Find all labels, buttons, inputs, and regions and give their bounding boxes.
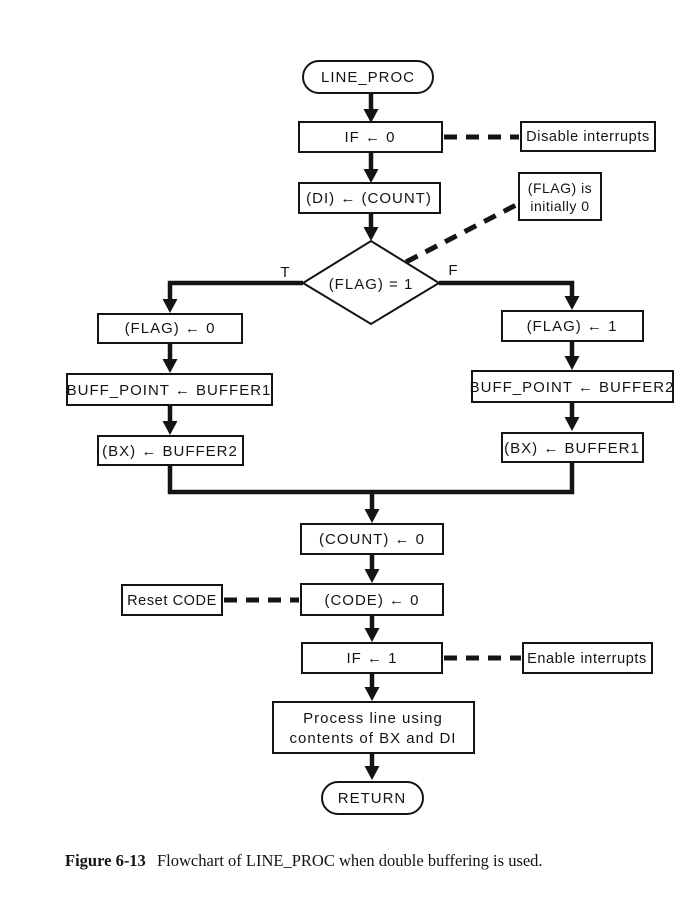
arrow-process-to-return — [364, 753, 380, 780]
arrow-buffpoint2-to-bxbuffer1 — [564, 402, 580, 431]
branch-true-label: T — [280, 264, 289, 281]
node-bx-buffer1: (BX) ← BUFFER1 — [501, 432, 644, 463]
arrow-flag1-to-buffpoint2 — [564, 341, 580, 370]
node-buff-point1: BUFF_POINT ← BUFFER1 — [66, 373, 273, 406]
node-buff-point2: BUFF_POINT ← BUFFER2 — [470, 370, 675, 403]
start-label: LINE_PROC — [321, 69, 415, 86]
if0-label: IF ← 0 — [344, 129, 395, 146]
arrow-code0-to-if1 — [364, 615, 380, 642]
arrow-count0-to-code0 — [364, 554, 380, 583]
bx-buffer1-label: (BX) ← BUFFER1 — [504, 440, 640, 457]
decision-label: (FLAG) = 1 — [329, 276, 414, 293]
node-flag0: (FLAG) ← 0 — [97, 313, 243, 344]
arrow-start-to-if0 — [363, 93, 379, 123]
annotation-reset-code: Reset CODE — [121, 584, 223, 616]
enable-interrupts-label: Enable interrupts — [527, 651, 647, 667]
figure-caption-text: Flowchart of LINE_PROC when double buffe… — [157, 851, 543, 870]
node-code0: (CODE) ← 0 — [300, 583, 444, 616]
flag0-label: (FLAG) ← 0 — [125, 320, 216, 337]
buff-point2-label: BUFF_POINT ← BUFFER2 — [470, 379, 675, 396]
arrow-branch-true — [162, 280, 303, 313]
process-line1-label: Process line using — [303, 710, 443, 727]
arrow-buffpoint1-to-bxbuffer2 — [162, 405, 178, 435]
node-process-line: Process line using contents of BX and DI — [272, 701, 475, 754]
node-flag1: (FLAG) ← 1 — [501, 310, 644, 342]
annotation-disable-interrupts: Disable interrupts — [520, 121, 656, 152]
node-if1: IF ← 1 — [301, 642, 443, 674]
figure-caption-label: Figure 6-13 — [65, 851, 146, 870]
return-label: RETURN — [338, 790, 407, 807]
count0-label: (COUNT) ← 0 — [319, 531, 425, 548]
arrow-branch-false — [439, 280, 580, 310]
if1-label: IF ← 1 — [346, 650, 397, 667]
branch-false-label: F — [448, 262, 457, 279]
node-count0: (COUNT) ← 0 — [300, 523, 444, 555]
arrow-if0-to-dicount — [363, 152, 379, 183]
reset-code-label: Reset CODE — [127, 593, 217, 609]
arrow-dicount-to-decision — [363, 213, 379, 241]
flag1-label: (FLAG) ← 1 — [527, 318, 618, 335]
node-decision-flag: (FLAG) = 1 — [301, 239, 441, 326]
buff-point1-label: BUFF_POINT ← BUFFER1 — [67, 382, 272, 399]
node-bx-buffer2: (BX) ← BUFFER2 — [97, 435, 244, 466]
node-if0: IF ← 0 — [298, 121, 443, 153]
arrow-flag0-to-buffpoint1 — [162, 343, 178, 373]
merge-connector — [167, 462, 575, 523]
node-di-count: (DI) ← (COUNT) — [298, 182, 441, 214]
annotation-flag-note: (FLAG) is initially 0 — [518, 172, 602, 221]
flag-note-line1: (FLAG) is — [528, 180, 592, 196]
figure-caption: Figure 6-13 Flowchart of LINE_PROC when … — [65, 851, 543, 870]
disable-interrupts-label: Disable interrupts — [526, 129, 650, 145]
code0-label: (CODE) ← 0 — [324, 592, 419, 609]
process-line2-label: contents of BX and DI — [290, 730, 457, 747]
node-start-terminal: LINE_PROC — [302, 60, 434, 94]
bx-buffer2-label: (BX) ← BUFFER2 — [102, 443, 238, 460]
node-return-terminal: RETURN — [321, 781, 424, 815]
arrow-if1-to-process — [364, 673, 380, 701]
flag-note-line2: initially 0 — [530, 198, 589, 214]
annotation-enable-interrupts: Enable interrupts — [522, 642, 653, 674]
di-count-label: (DI) ← (COUNT) — [306, 190, 432, 207]
